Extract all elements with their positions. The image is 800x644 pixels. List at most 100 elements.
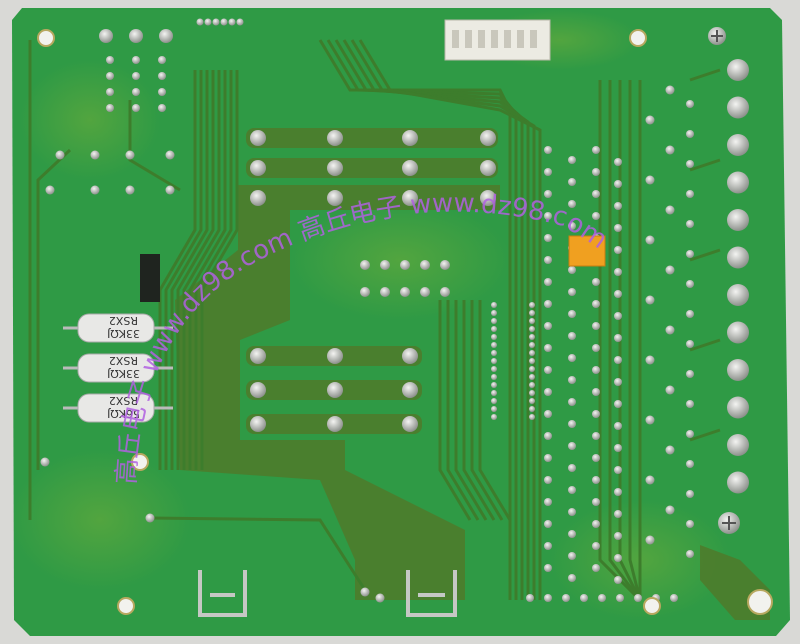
solder-pad <box>480 160 496 176</box>
trace <box>689 68 721 82</box>
solder-pad <box>125 185 135 195</box>
solder-pad <box>592 542 600 550</box>
solder-pad <box>645 295 655 305</box>
top-connector <box>444 19 551 61</box>
solder-pad <box>727 284 749 306</box>
solder-pad <box>529 414 535 420</box>
solder-pad <box>598 594 606 602</box>
solder-pad <box>204 18 212 26</box>
solder-pad <box>568 508 576 516</box>
solder-pad <box>645 415 655 425</box>
terminal-clip <box>198 570 247 617</box>
solder-pad <box>544 476 552 484</box>
solder-pad <box>645 355 655 365</box>
trace <box>342 39 530 600</box>
solder-pad <box>727 396 749 419</box>
solder-pad <box>592 410 600 418</box>
trace <box>182 70 221 470</box>
solder-pad <box>568 376 576 384</box>
solder-pad <box>727 96 749 119</box>
solder-pad <box>614 334 622 342</box>
solder-pad <box>402 416 418 432</box>
solder-pad <box>491 406 497 412</box>
solder-pad <box>420 260 430 270</box>
trace <box>689 338 721 352</box>
solder-pad <box>645 235 655 245</box>
solder-pad <box>529 398 535 404</box>
solder-pad <box>686 100 694 108</box>
trace <box>318 39 512 600</box>
solder-pad <box>645 475 655 485</box>
solder-pad <box>402 160 418 176</box>
solder-pad <box>592 300 600 308</box>
solder-pad <box>727 171 749 194</box>
solder-pad <box>568 156 576 164</box>
solder-pad <box>614 246 622 254</box>
solder-pad <box>228 18 236 26</box>
trace <box>358 39 542 600</box>
solder-pad <box>159 29 173 43</box>
solder-pad <box>400 260 410 270</box>
solder-pad <box>614 158 622 166</box>
solder-pad <box>196 18 204 26</box>
solder-pad <box>592 388 600 396</box>
solder-pad <box>614 576 622 584</box>
solder-pad <box>614 510 622 518</box>
trace <box>128 100 181 192</box>
solder-pad <box>40 457 50 467</box>
solder-pad <box>568 574 576 582</box>
solder-pad <box>491 326 497 332</box>
screw <box>708 27 726 45</box>
solder-pad <box>686 250 694 258</box>
solder-pad <box>568 266 576 274</box>
solder-pad <box>645 115 655 125</box>
solder-pad <box>686 490 694 498</box>
solder-pad <box>250 190 266 206</box>
solder-pad <box>568 420 576 428</box>
solder-pad <box>592 190 600 198</box>
trace <box>462 300 496 521</box>
solder-pad <box>544 256 552 264</box>
resistor-type: RSX2 <box>109 354 138 367</box>
solder-pad <box>686 130 694 138</box>
solder-pad <box>375 593 385 603</box>
solder-pad <box>491 398 497 404</box>
solder-pad <box>614 202 622 210</box>
solder-pad <box>634 594 642 602</box>
solder-pad <box>440 260 450 270</box>
resistor-type: RSX2 <box>109 314 138 327</box>
solder-pad <box>614 466 622 474</box>
trace <box>326 39 518 600</box>
solder-pad <box>568 442 576 450</box>
trace <box>689 428 721 442</box>
solder-pad <box>614 180 622 188</box>
solder-pad <box>158 104 166 112</box>
solder-pad <box>526 594 534 602</box>
solder-pad <box>727 359 749 381</box>
solder-pad <box>568 332 576 340</box>
solder-pad <box>592 564 600 572</box>
solder-pad <box>402 348 418 364</box>
solder-pad <box>402 382 418 398</box>
solder-pad <box>568 310 576 318</box>
trace <box>36 148 72 470</box>
solder-pad <box>686 220 694 228</box>
solder-pad <box>592 432 600 440</box>
solder-pad <box>686 190 694 198</box>
solder-pad <box>614 444 622 452</box>
solder-pad <box>544 322 552 330</box>
solder-pad <box>568 552 576 560</box>
trace <box>188 70 227 470</box>
trace <box>454 300 488 521</box>
solder-pad <box>686 460 694 468</box>
trace <box>689 158 721 172</box>
solder-pad <box>158 72 166 80</box>
solder-pad <box>402 130 418 146</box>
solder-pad <box>665 505 675 515</box>
solder-pad <box>529 358 535 364</box>
solder-pad <box>592 344 600 352</box>
solder-pad <box>480 130 496 146</box>
solder-pad <box>686 370 694 378</box>
solder-pad <box>544 300 552 308</box>
